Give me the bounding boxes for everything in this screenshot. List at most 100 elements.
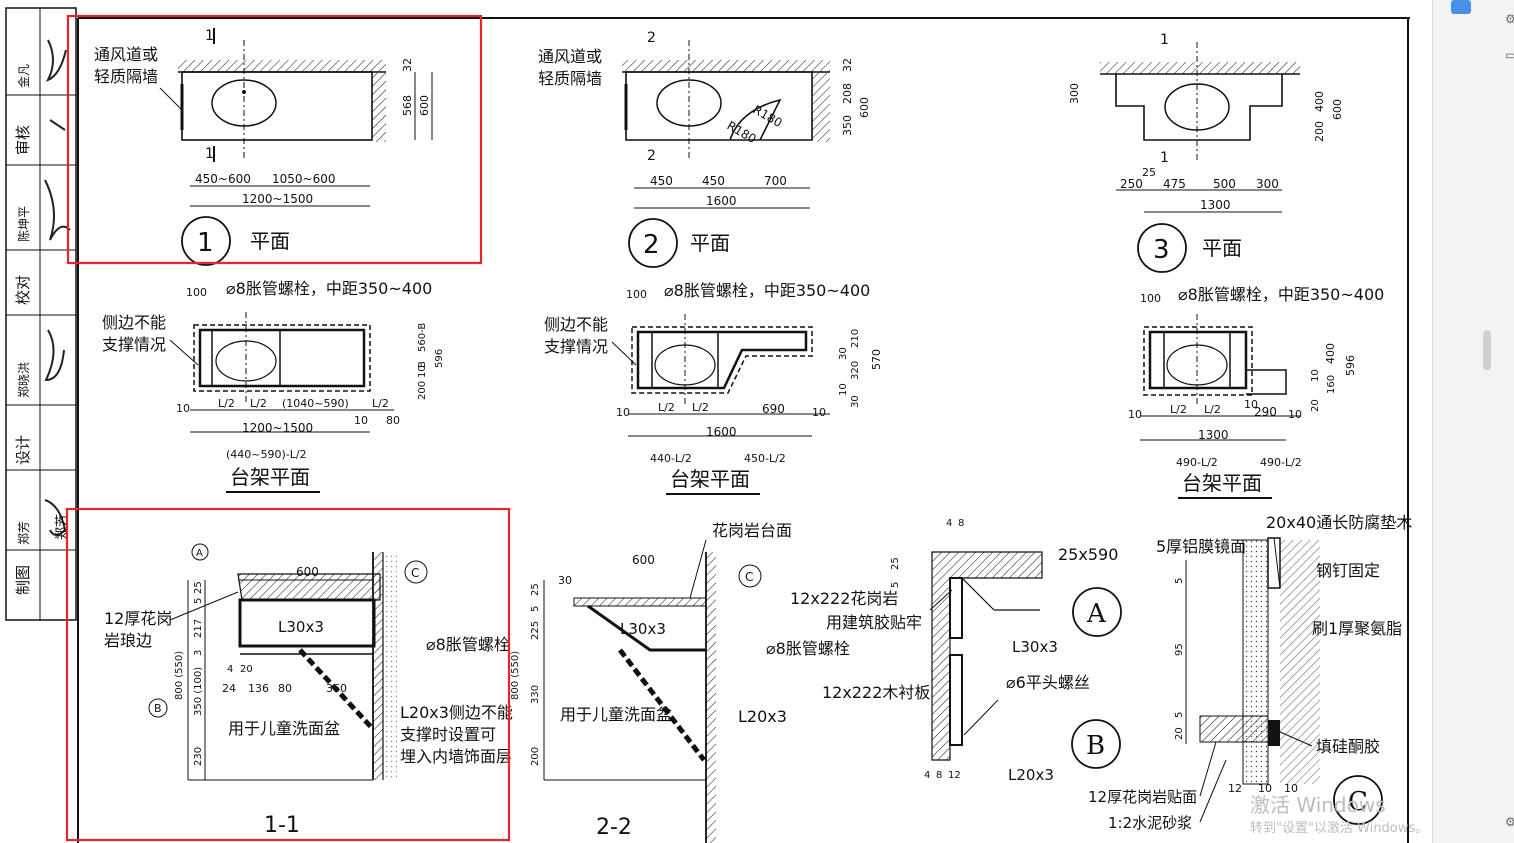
frame1-dim-1: 10 [176,402,190,415]
frame2-dim-1: 10 [616,406,630,419]
frame2-note-1: 侧边不能 [544,315,608,334]
plan2-section-mark-top: 2 [647,30,656,46]
scrollbar-thumb[interactable] [1483,330,1491,370]
dC-dim-4: 12 [1228,782,1242,795]
dA-label-3: L30x3 [1012,638,1058,656]
s22-dim-1: 30 [558,574,572,587]
dB-label-1: ⌀6平头螺丝 [1006,673,1090,692]
s22-dim-0: 600 [632,553,655,567]
plan3-dim-h1: 250 [1120,177,1143,191]
frame3-dim-10: 400 [1324,343,1337,364]
s11-marker-a [191,543,209,561]
s11-marker-c-text: C [411,566,419,580]
frame3-dim-4: 10 [1244,398,1258,411]
frame1-dim-7: 80 [386,414,400,427]
frame1-dim-4: (1040~590) [282,397,349,410]
s11-note-3: 埋入内墙饰面层 [400,747,512,766]
s11-dim-9: 20 [240,664,253,675]
dB-dim-2: 12 [948,770,961,781]
dA-marker-text: A [1086,599,1107,629]
s11-label-0: 12厚花岗 [104,609,172,628]
frame1-dim-5: L/2 [372,397,389,410]
gear-icon[interactable]: ⚙ [1505,12,1514,26]
dB-marker-text: B [1086,731,1105,761]
plan3-dim-v2: 200 [1313,121,1326,142]
s11-dim-7: 230 [193,747,204,766]
s11-marker-b [148,698,168,718]
frame2-title: 台架平面 [670,467,750,491]
s11-dim-1: 25 [193,581,204,594]
plan2-label-1: 通风道或 [538,47,602,66]
plan3-dim-h5: 1300 [1200,198,1231,212]
frame2-dim-13: 10 [838,383,849,396]
dC-dim-5: 10 [1258,782,1272,795]
plan2-label-2: 轻质隔墙 [538,69,602,88]
plan3-section-mark-bottom: 1 [1160,150,1169,166]
plan3-dim-v0: 300 [1068,83,1081,104]
document-icon[interactable]: ▭ [1505,48,1514,62]
frame-plan-1: ⌀8胀管螺栓，中距350~400 100 侧边不能 支撑情况 10 L/2 L/… [102,279,445,493]
dA-dim-1: 8 [958,518,964,529]
plan1-label-2: 轻质隔墙 [94,67,158,86]
frame2-dim-11: 320 [850,361,861,380]
title-block-name-3: 陈坤平 [16,206,31,242]
s22-angle-label: L30x3 [620,620,666,638]
s11-label-1: 岩琅边 [104,631,152,650]
plan1-section-mark-top: 1 [205,28,214,44]
plan2-dim-h3: 1600 [706,194,737,208]
frame3-dim-8: 490-L/2 [1176,456,1218,469]
plan3-dim-h3: 500 [1213,177,1236,191]
highlight-box-plan-1 [66,14,483,265]
s11-bolt-label: ⌀8胀管螺栓 [426,635,510,654]
s22-child-label: 用于儿童洗面盆 [560,705,672,724]
plan1-label-1: 通风道或 [94,45,158,64]
plan1-dim-v0: 32 [401,58,414,72]
frame3-dim-11: 596 [1344,355,1357,376]
frame1-dim-9: (440~590)-L/2 [226,448,307,461]
dB-label-2: L20x3 [1008,766,1054,784]
plan1-dim-h0: 450~600 [195,172,251,186]
frame1-dim-12: 200 [417,381,428,400]
frame1-title: 台架平面 [230,465,310,489]
frame1-note-2: 支撑情况 [102,335,166,354]
plan2-title: 平面 [690,231,730,255]
title-block: 制图 校对 郑晓洪 设计 郑芳 审核 陈坤平 金凡 郑芳 [5,7,77,621]
plan-2: 2 2 通风道或 轻质隔墙 R180 R180 32 208 350 600 4… [538,30,871,268]
plan3-dim-h4: 300 [1256,177,1279,191]
plan1-title: 平面 [250,229,290,253]
frame1-dim-2: L/2 [218,397,235,410]
plan2-dim-h0: 450 [650,174,673,188]
frame-plan-3: ⌀8胀管螺栓，中距350~400 100 10 L/2 L/2 10 290 1… [1128,285,1384,499]
s11-dim-0: 600 [296,565,319,579]
s22-dim-4: 225 [530,621,541,640]
s11-dim-4: 3 [193,650,204,656]
app-badge-icon[interactable] [1451,0,1471,14]
s11-dim-12: 80 [278,682,292,695]
plan1-dim-v2: 600 [418,95,431,116]
dC-label-0: 20x40通长防腐垫木 [1266,513,1412,532]
frame3-dim-14: 20 [1310,399,1321,412]
frame1-note-1: 侧边不能 [102,313,166,332]
plan2-dim-v3: 600 [858,97,871,118]
dB-dim-0: 4 [924,770,930,781]
dB-marker [1071,719,1121,769]
frame2-dim-14: 30 [850,395,861,408]
frame3-title: 台架平面 [1182,471,1262,495]
plan2-number-circle [628,218,678,268]
plan3-dim-v1: 400 [1313,91,1326,112]
plan2-radius-2: R180 [725,118,759,146]
s11-note-1: L20x3侧边不能 [400,703,513,722]
frame3-dim-5: 290 [1254,405,1277,419]
frame2-dim-7: 440-L/2 [650,452,692,465]
plan-3: 1 1 300 400 200 600 25 250 475 500 300 1… [1068,32,1344,273]
dB-label-0: 12x222木衬板 [822,683,930,702]
title-block-role-3: 审核 [14,125,32,155]
frame3-dim-6: 10 [1288,408,1302,421]
s11-title: 1-1 [264,813,300,838]
plan3-dim-h2: 475 [1163,177,1186,191]
frame3-dim-9: 490-L/2 [1260,456,1302,469]
frame3-dim-2: L/2 [1170,403,1187,416]
plan2-dim-h1: 450 [702,174,725,188]
settings-icon[interactable]: ⚙ [1505,815,1514,829]
